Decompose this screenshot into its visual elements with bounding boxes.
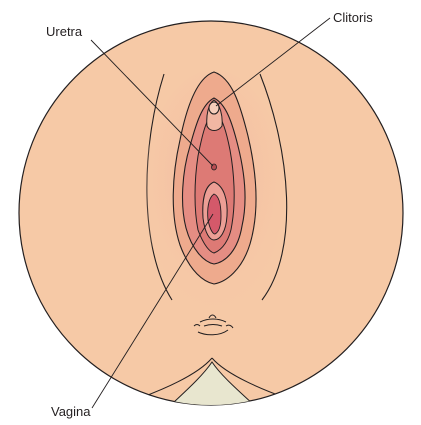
vagina-label: Vagina — [51, 404, 91, 419]
urethra-label: Uretra — [46, 24, 83, 39]
clitoris-label: Clitoris — [333, 10, 373, 25]
vaginal-opening — [208, 194, 221, 234]
clitoris-glans — [209, 102, 219, 114]
